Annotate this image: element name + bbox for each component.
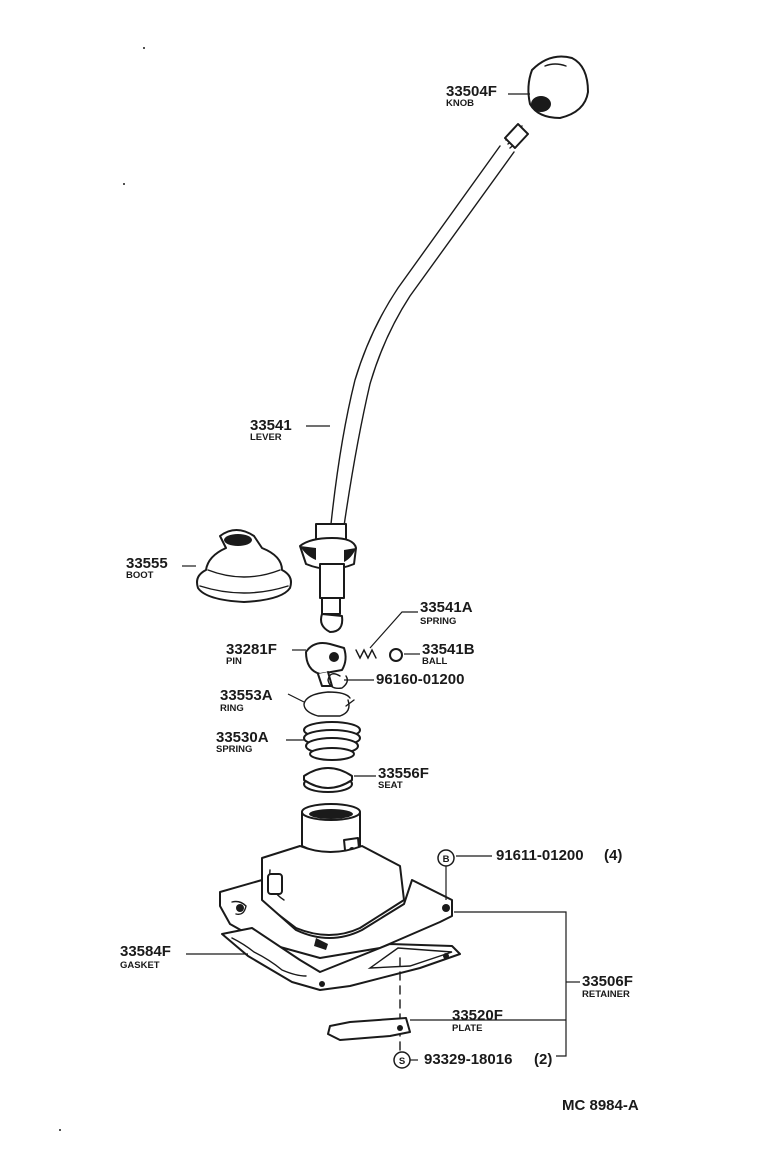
speck <box>59 1129 61 1131</box>
label-bolt: 91611-01200 (4) <box>496 847 622 864</box>
part-number: 33541 <box>250 417 292 434</box>
small-spring-drawing <box>355 648 377 660</box>
svg-text:B: B <box>443 854 450 865</box>
label-screw: 93329-18016 (2) <box>424 1051 552 1068</box>
label-clip: 96160-01200 <box>376 671 464 688</box>
label-ball: 33541B BALL <box>422 641 475 667</box>
label-ring: 33553A RING <box>220 687 273 714</box>
part-number: 33584F <box>120 943 171 960</box>
screw-marker: S <box>393 1051 411 1069</box>
retainer-drawing <box>219 803 453 959</box>
diagram-code: MC 8984-A <box>562 1097 639 1114</box>
boot-drawing <box>196 529 292 603</box>
part-number: 91611-01200 <box>496 847 584 864</box>
bolt-marker: B <box>437 849 455 867</box>
lever-drawing <box>299 145 515 633</box>
part-name: PIN <box>226 656 242 667</box>
part-number: 93329-18016 <box>424 1051 512 1068</box>
label-pin: 33281F PIN <box>226 641 277 667</box>
part-name: SEAT <box>378 780 403 791</box>
part-number: 33541B <box>422 641 475 658</box>
lever-thread-drawing <box>504 123 529 149</box>
part-name: RETAINER <box>582 989 630 1000</box>
part-number: 33530A <box>216 729 269 746</box>
part-number: 33556F <box>378 765 429 782</box>
part-name: BALL <box>422 656 448 667</box>
ring-drawing <box>303 691 355 717</box>
part-number: 33504F <box>446 83 497 100</box>
part-number: 33506F <box>582 973 633 990</box>
ball-drawing <box>389 648 403 662</box>
large-spring-drawing <box>303 721 361 761</box>
clip-drawing <box>327 673 349 690</box>
part-number: 33520F <box>452 1007 503 1024</box>
label-gasket: 33584F GASKET <box>120 943 171 971</box>
leader-lines <box>182 93 580 1061</box>
part-name: SPRING <box>420 616 456 627</box>
part-name: PLATE <box>452 1023 482 1034</box>
label-retainer: 33506F RETAINER <box>582 973 633 1000</box>
label-spring-a: 33541A SPRING <box>420 599 473 627</box>
speck <box>123 183 125 185</box>
part-number: 96160-01200 <box>376 671 464 688</box>
part-name: GASKET <box>120 960 160 971</box>
label-boot: 33555 BOOT <box>126 555 168 581</box>
gasket-drawing <box>221 927 461 991</box>
svg-text:S: S <box>399 1056 405 1067</box>
part-number: 33555 <box>126 555 168 572</box>
label-knob: 33504F KNOB <box>446 83 497 109</box>
part-name: KNOB <box>446 98 474 109</box>
seat-drawing <box>303 767 353 793</box>
part-quantity: (2) <box>534 1051 552 1068</box>
part-name: BOOT <box>126 570 154 581</box>
part-number: 33281F <box>226 641 277 658</box>
part-name: LEVER <box>250 432 282 443</box>
part-number: 33541A <box>420 599 473 616</box>
part-name: SPRING <box>216 744 252 755</box>
pin-drawing <box>305 642 347 687</box>
part-quantity: (4) <box>604 847 622 864</box>
part-name: RING <box>220 703 244 714</box>
label-lever: 33541 LEVER <box>250 417 292 443</box>
label-spring-b: 33530A SPRING <box>216 729 269 755</box>
plate-drawing <box>327 1017 411 1041</box>
label-seat: 33556F SEAT <box>378 765 429 791</box>
knob-drawing <box>527 55 589 119</box>
label-plate: 33520F PLATE <box>452 1007 503 1034</box>
part-number: 33553A <box>220 687 273 704</box>
speck <box>143 47 145 49</box>
